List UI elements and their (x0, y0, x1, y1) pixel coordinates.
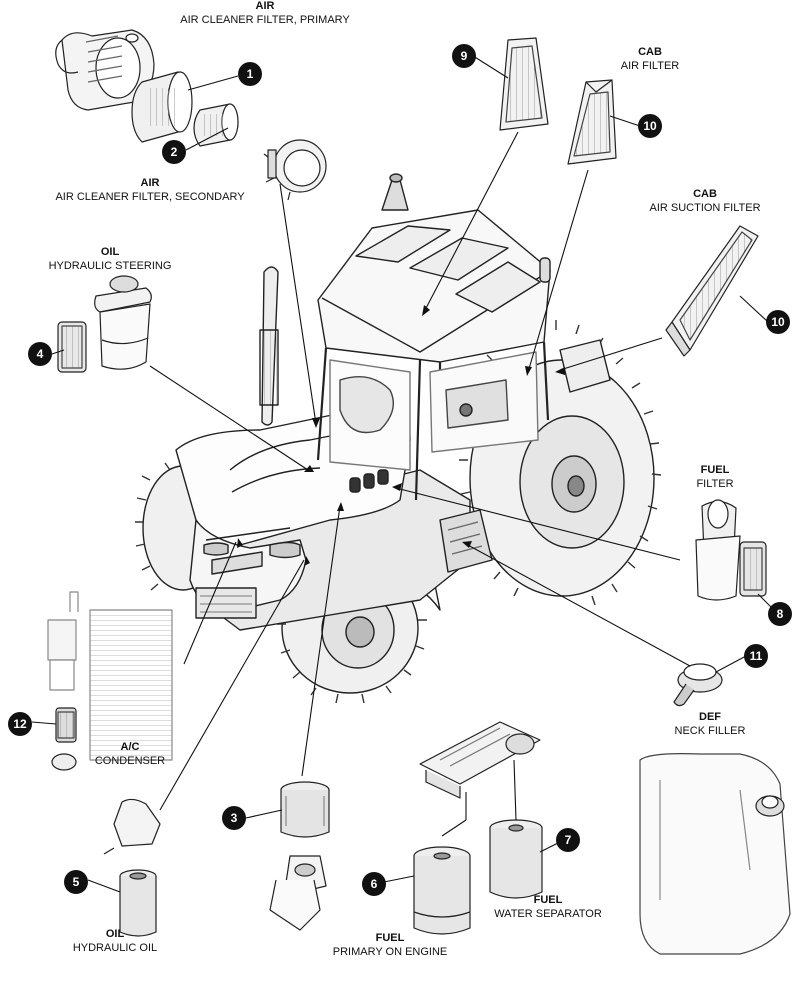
def-tank (639, 753, 791, 955)
label-category: CAB (693, 188, 717, 200)
label-description: WATER SEPARATOR (494, 907, 602, 920)
components (47, 29, 791, 955)
label-description: HYDRAULIC STEERING (48, 259, 172, 272)
label-description: AIR FILTER (620, 59, 680, 72)
air-filter-secondary (193, 103, 239, 147)
leader-lines (31, 53, 777, 893)
label-oil-hydraulic-oil: OIL HYDRAULIC OIL (60, 928, 170, 956)
label-category: AIR (140, 177, 160, 189)
hydraulic-oil-filter (103, 798, 161, 937)
fuel-injection-unit (419, 721, 541, 799)
label-cab-air-suction-filter: CAB AIR SUCTION FILTER (630, 188, 780, 216)
fuel-primary-filter (413, 846, 471, 935)
label-fuel-water-separator: FUEL WATER SEPARATOR (478, 894, 618, 922)
def-neck-filler (673, 663, 723, 707)
callout-badge-12: 12 (8, 712, 32, 736)
callout-badge-5: 5 (64, 870, 88, 894)
engine-oil-filter (269, 781, 330, 931)
label-description: FILTER (696, 477, 734, 490)
cab-air-filter-9 (499, 37, 549, 131)
callout-badge-2: 2 (162, 140, 186, 164)
label-category: CAB (638, 46, 662, 58)
label-def-neck-filler: DEF NECK FILLER (650, 711, 770, 739)
label-description: HYDRAULIC OIL (72, 941, 158, 954)
callout-badge-9: 9 (452, 44, 476, 68)
label-cab-air-filter: CAB AIR FILTER (600, 46, 700, 74)
tractor-illustration (135, 173, 662, 704)
label-description: AIR CLEANER FILTER, SECONDARY (55, 190, 245, 203)
arrowheads (237, 305, 565, 566)
callout-badge-1: 1 (238, 62, 262, 86)
callout-badge-10-cab-air: 10 (638, 114, 662, 138)
callout-badge-7: 7 (556, 828, 580, 852)
callout-badge-6: 6 (362, 872, 386, 896)
label-ac-condenser: A/C CONDENSER (80, 741, 180, 769)
callout-badge-3: 3 (222, 806, 246, 830)
label-air-cleaner-primary: AIR AIR CLEANER FILTER, PRIMARY (150, 0, 380, 28)
label-category: OIL (100, 246, 120, 258)
label-fuel-filter: FUEL FILTER (670, 464, 760, 492)
label-category: A/C (120, 741, 140, 753)
callout-badge-4: 4 (28, 342, 52, 366)
air-cleaner-cap (263, 139, 327, 201)
air-cleaner-housing (55, 29, 155, 111)
label-description: AIR SUCTION FILTER (649, 201, 761, 214)
callout-badge-11: 11 (744, 644, 768, 668)
label-description: AIR CLEANER FILTER, PRIMARY (180, 13, 350, 26)
callout-badge-8: 8 (768, 602, 792, 626)
cab (316, 173, 611, 501)
label-description: PRIMARY ON ENGINE (332, 945, 448, 958)
fuel-water-separator (489, 819, 543, 899)
label-air-cleaner-secondary: AIR AIR CLEANER FILTER, SECONDARY (20, 177, 280, 205)
fuel-tank (439, 509, 493, 573)
fuel-filter-assembly (695, 499, 767, 601)
cab-suction-filter (665, 225, 759, 357)
cab-air-filter-10 (567, 79, 617, 165)
label-category: AIR (255, 0, 275, 12)
ac-condenser (47, 591, 173, 771)
label-category: FUEL (700, 464, 730, 476)
air-filter-primary (131, 71, 193, 143)
label-description: CONDENSER (94, 754, 166, 767)
label-category: FUEL (533, 894, 563, 906)
label-fuel-primary-on-engine: FUEL PRIMARY ON ENGINE (310, 932, 470, 960)
label-category: OIL (105, 928, 125, 940)
label-oil-hydraulic-steering: OIL HYDRAULIC STEERING (40, 246, 180, 274)
label-category: FUEL (375, 932, 405, 944)
label-category: DEF (699, 711, 721, 723)
callout-badge-10-suction: 10 (766, 310, 790, 334)
label-description: NECK FILLER (674, 724, 746, 737)
hydraulic-steering-filter (57, 275, 152, 373)
